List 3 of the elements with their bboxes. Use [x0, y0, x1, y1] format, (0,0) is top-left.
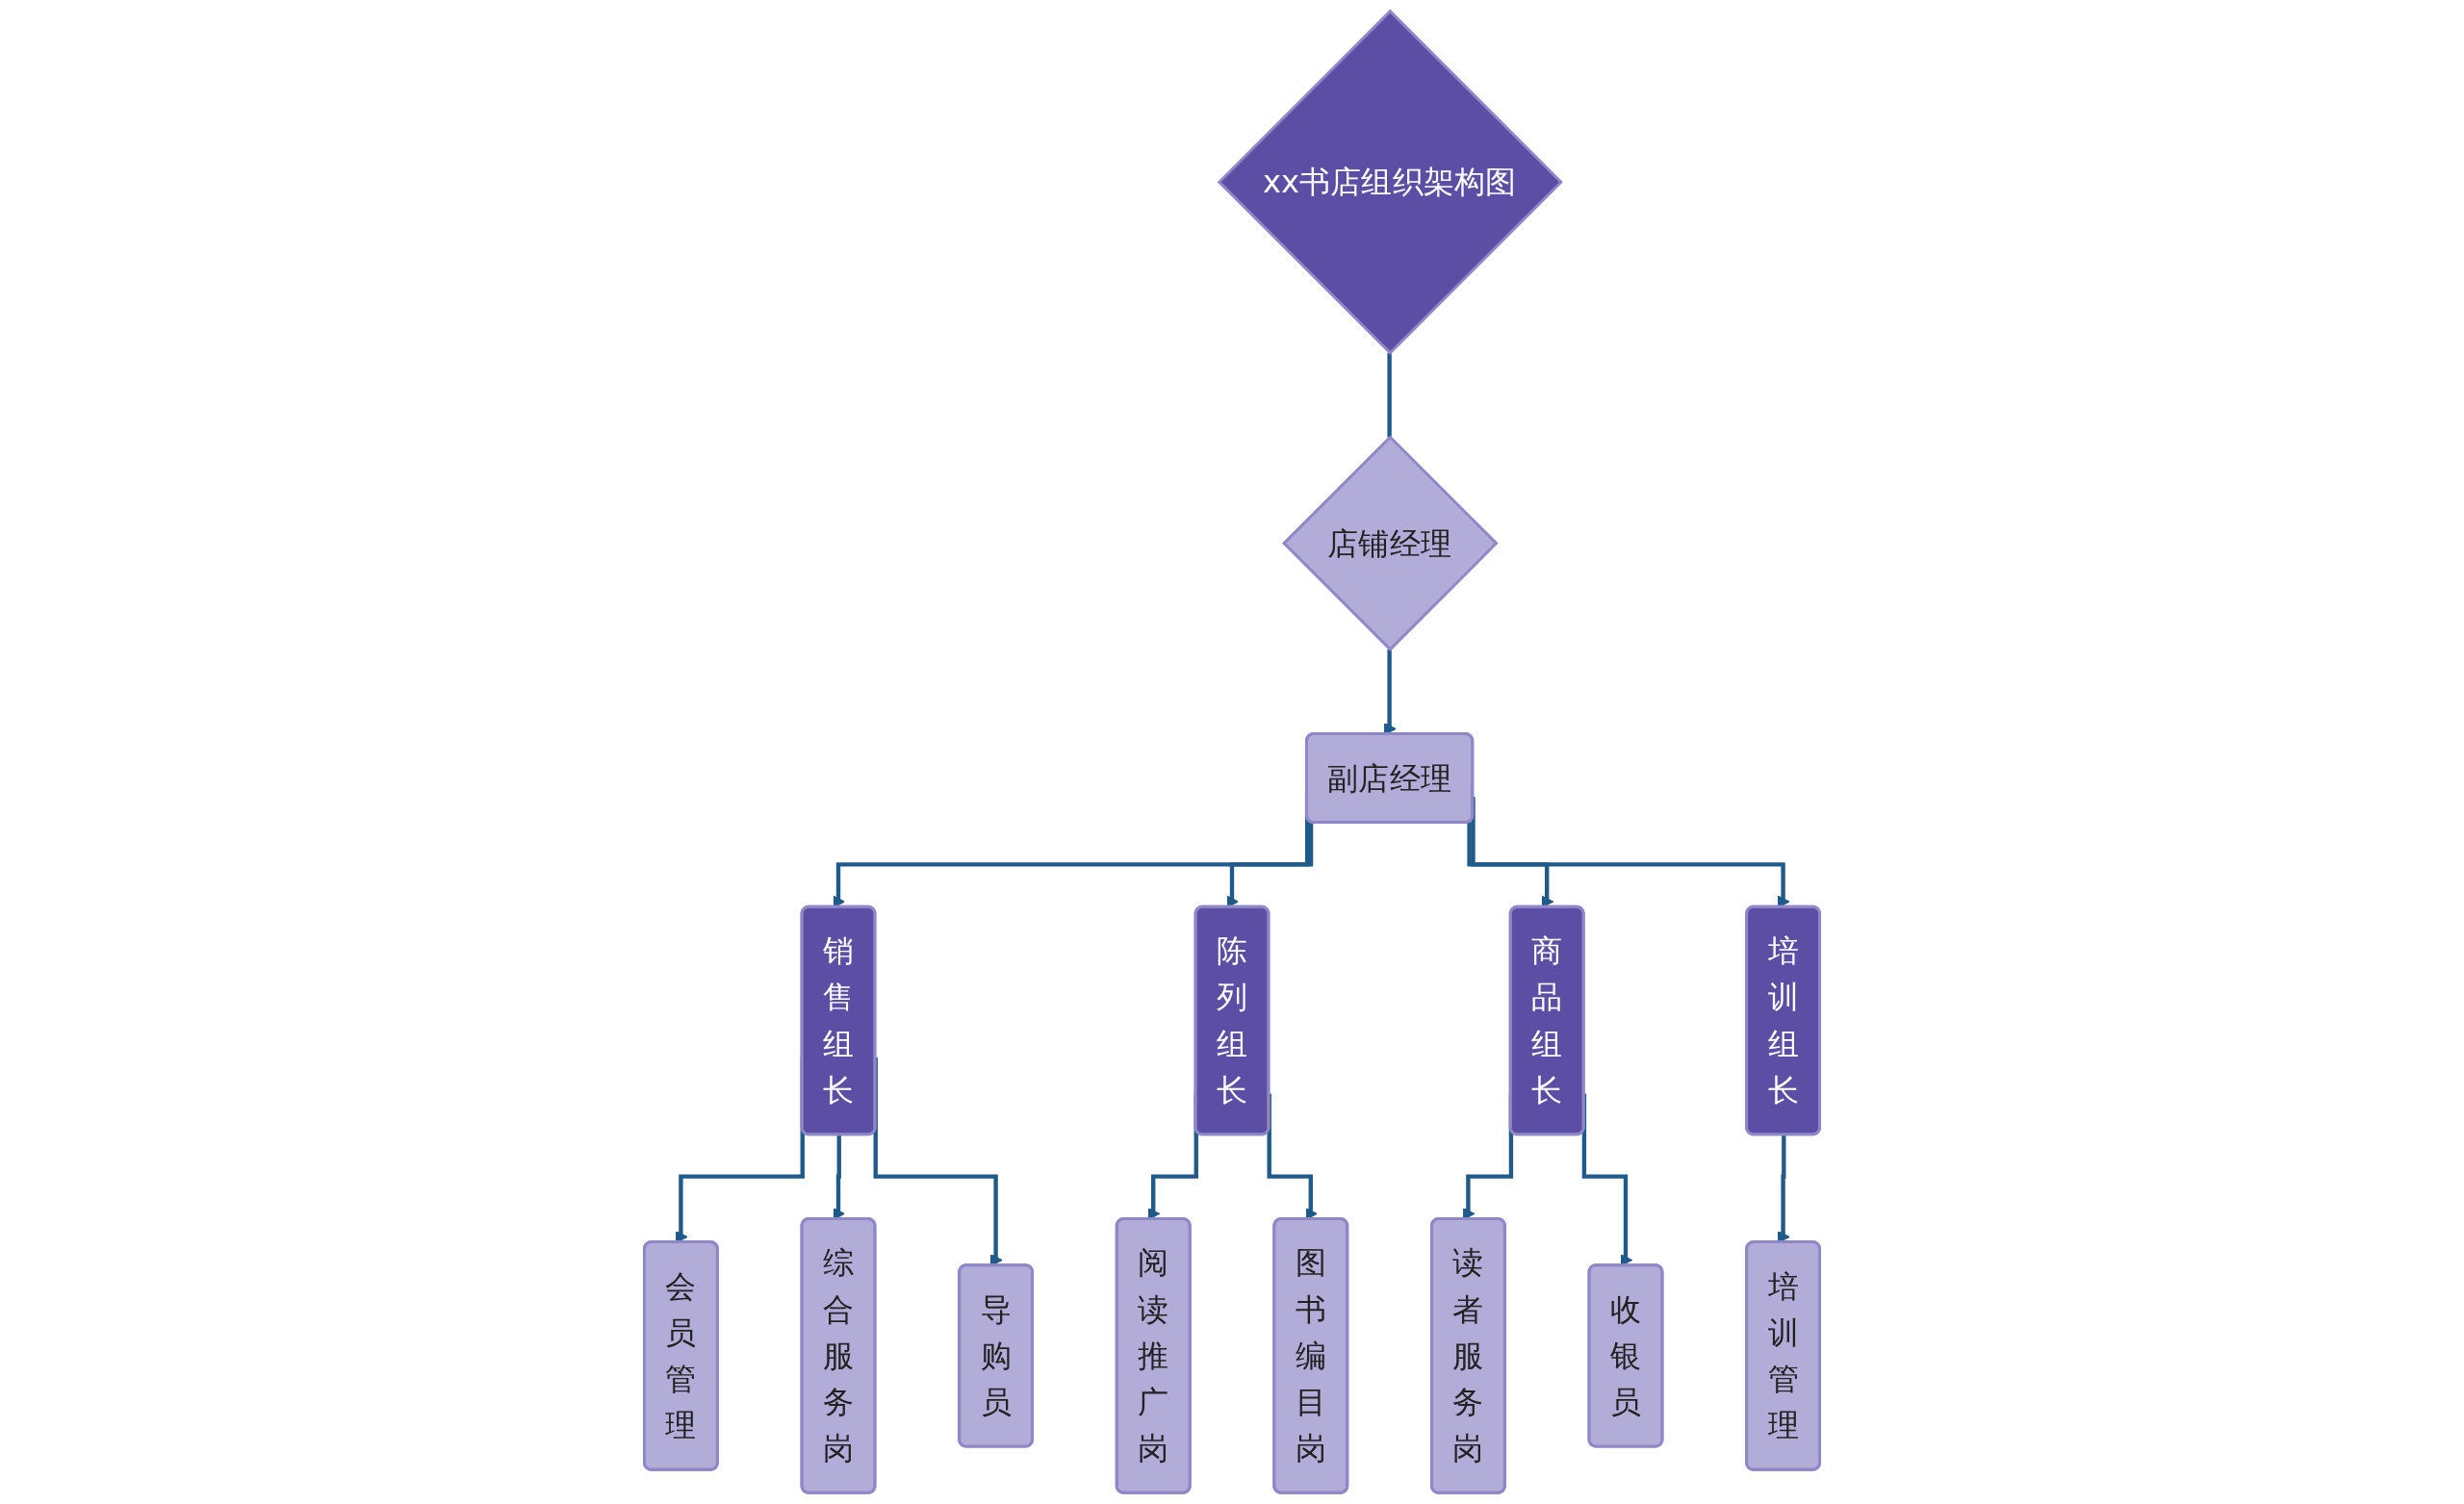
node-diamond: 店铺经理	[1282, 435, 1499, 651]
node-diamond: xx书店组织架构图	[1217, 9, 1563, 355]
connector	[1387, 352, 1392, 440]
